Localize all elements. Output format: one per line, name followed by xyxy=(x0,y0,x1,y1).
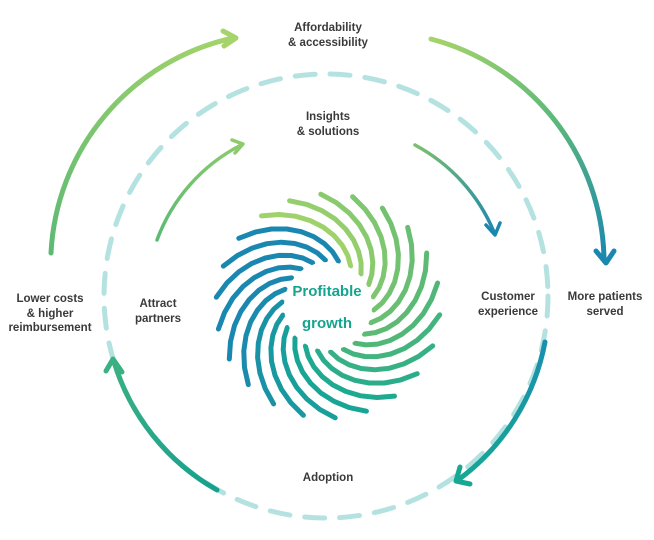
swirl-stroke xyxy=(361,250,430,337)
center-title-line-2: growth xyxy=(302,315,352,332)
outer-arrow-top-right xyxy=(428,36,617,266)
swirl-stroke xyxy=(368,224,415,326)
dashed-orbit-ring xyxy=(101,71,551,521)
swirl-stroke xyxy=(302,343,397,400)
inner-arrow-left xyxy=(155,138,245,242)
swirl-stroke xyxy=(236,226,341,264)
swirl-stroke xyxy=(328,343,436,373)
label-affordability: Affordability & accessibility xyxy=(288,22,368,49)
label-adoption: Adoption xyxy=(302,472,354,484)
swirl-center-disc xyxy=(284,262,372,350)
inner-arrow-right xyxy=(413,143,502,237)
label-lower-costs: Lower costs & higher reimbursement xyxy=(8,293,92,334)
swirl-stroke xyxy=(268,312,306,418)
center-title-line-1: Profitable xyxy=(292,283,362,300)
swirl-stroke xyxy=(255,299,285,407)
swirl-stroke xyxy=(315,348,420,386)
swirl-stroke xyxy=(287,198,364,277)
swirl-stroke xyxy=(220,239,328,269)
outer-arrow-bottom-left xyxy=(103,356,220,493)
swirl-stroke xyxy=(318,191,376,287)
label-insights: Insights & solutions xyxy=(296,111,360,138)
swirl-stroke xyxy=(213,252,316,300)
outer-arrow-top-left xyxy=(48,28,239,256)
label-attract-partners: Attract partners xyxy=(134,298,182,325)
swirl-stroke xyxy=(340,312,443,360)
outer-arrow-bottom-right xyxy=(453,339,548,487)
label-customer-experience: Customer experience xyxy=(477,291,539,318)
central-swirl-icon xyxy=(213,191,443,421)
swirl-stroke xyxy=(352,280,441,348)
swirl-stroke xyxy=(292,335,369,414)
swirl-stroke xyxy=(241,286,288,388)
swirl-stroke xyxy=(215,264,304,332)
label-more-patients: More patients served xyxy=(567,291,643,318)
swirl-stroke xyxy=(371,205,401,313)
swirl-stroke xyxy=(226,275,295,362)
swirl-stroke xyxy=(350,194,388,300)
swirl-stroke xyxy=(280,325,338,421)
swirl-stroke xyxy=(259,212,354,269)
